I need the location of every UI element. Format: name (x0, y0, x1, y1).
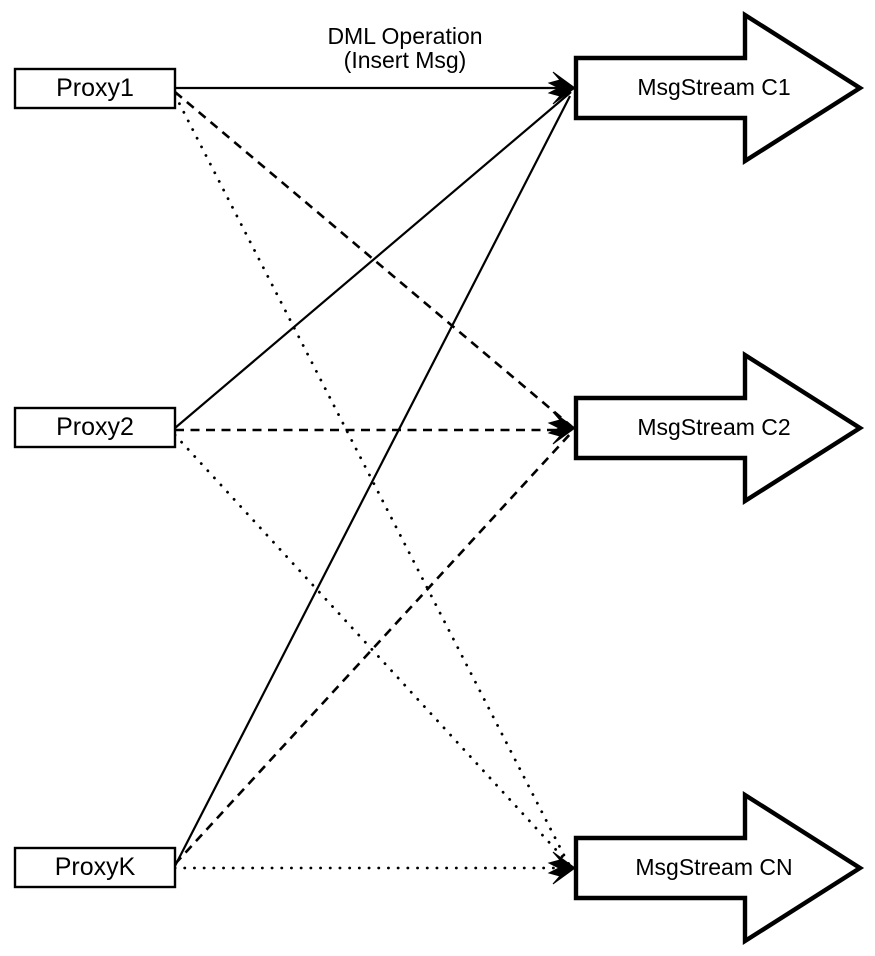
arrowhead-icon-stream_cn (547, 851, 576, 885)
edge-caption-line-1: DML Operation (327, 23, 482, 49)
proxy-box-rect (13, 67, 177, 110)
edge-proxy1-to-stream_c2 (174, 91, 572, 427)
edge-proxyK-to-stream_c2 (174, 432, 572, 865)
msgstream-arrow-stream_cn[interactable]: MsgStream CN (573, 790, 865, 946)
proxy-box-rect (13, 406, 177, 449)
proxy-label: Proxy1 (56, 74, 134, 102)
msgstream-arrow-shape-icon (573, 10, 865, 166)
edge-proxy1-to-stream_cn (173, 93, 571, 867)
proxy-label: ProxyK (55, 853, 136, 881)
msgstream-arrow-shape-icon (573, 350, 865, 506)
proxy-label: Proxy2 (56, 413, 134, 441)
edge-proxy2-to-stream_c1 (174, 91, 572, 429)
edge-proxyK-to-stream_c1 (174, 95, 571, 867)
proxy-box-rect (13, 846, 177, 889)
edges-layer (173, 86, 575, 870)
edge-proxy2-to-stream_cn (173, 433, 571, 866)
proxy-node-proxy1[interactable]: Proxy1 (13, 67, 177, 110)
msgstream-label: MsgStream C1 (637, 74, 790, 100)
arrowheads-layer (547, 71, 576, 885)
msgstream-arrow-stream_c2[interactable]: MsgStream C2 (573, 350, 865, 506)
streams-layer: MsgStream C1 MsgStream C2 MsgStream CN (573, 10, 865, 946)
msgstream-arrow-stream_c1[interactable]: MsgStream C1 (573, 10, 865, 166)
edge-caption: DML Operation (Insert Msg) (327, 23, 482, 73)
proxy-node-proxy2[interactable]: Proxy2 (13, 406, 177, 449)
msgstream-label: MsgStream CN (635, 854, 792, 880)
proxy-node-proxyK[interactable]: ProxyK (13, 846, 177, 889)
arrowhead-icon-stream_c2 (547, 411, 576, 445)
arrowhead-icon-stream_c1 (547, 71, 576, 105)
msgstream-arrow-shape-icon (573, 790, 865, 946)
edge-caption-line-2: (Insert Msg) (344, 47, 467, 73)
msgstream-label: MsgStream C2 (637, 414, 790, 440)
